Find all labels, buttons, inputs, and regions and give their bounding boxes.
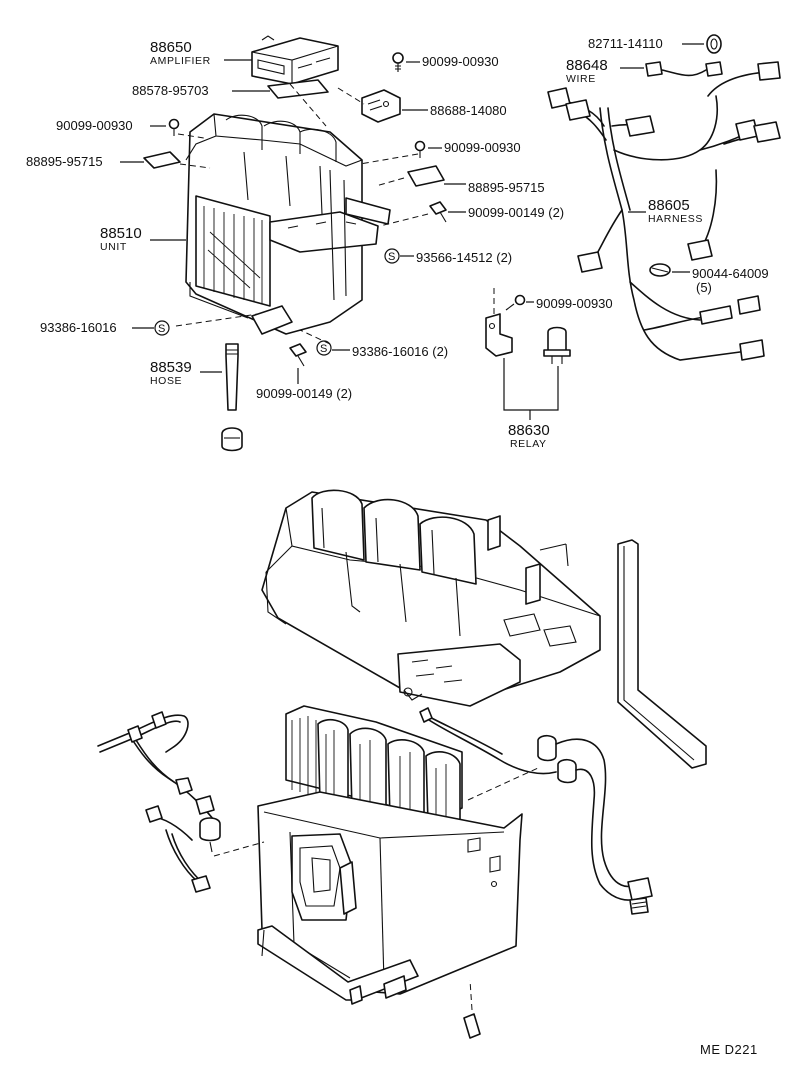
part-number-bolt-1: 90099-00149 (2): [468, 205, 564, 220]
part-number-hose: 88539: [150, 359, 192, 376]
stud-symbol-icon: S: [384, 248, 400, 264]
bolt-icon: [289, 343, 307, 367]
part-number-screw-3: 90099-00930: [444, 140, 521, 155]
cooling-unit-drawing: [185, 113, 391, 335]
document-code: ME D221: [700, 1042, 758, 1057]
relay-bracket-drawing: [485, 313, 513, 357]
refrigerant-pipe-right-drawing: [419, 707, 653, 915]
part-number-bracket: 88688-14080: [430, 103, 507, 118]
pad-drawing: [267, 79, 329, 99]
relay-drawing: [543, 326, 571, 364]
evaporator-core-drawing: [285, 705, 463, 827]
unit-lower-case-drawing: [257, 791, 523, 1005]
bracket-drawing: [361, 89, 401, 123]
screw-icon: [392, 52, 404, 72]
clip-drawing: [463, 1013, 481, 1039]
drain-hose-drawing: [221, 343, 243, 452]
part-number-screw-4: 90099-00930: [536, 296, 613, 311]
part-number-screw-2: 90099-00930: [56, 118, 133, 133]
wiring-harness-drawing: [547, 61, 781, 361]
unit-upper-case-drawing: [261, 489, 601, 707]
bolt-icon: [429, 201, 447, 223]
part-number-stud-2: 93386-16016: [40, 320, 117, 335]
amplifier-drawing: [251, 35, 339, 85]
part-number-wire: 88648: [566, 57, 608, 74]
part-number-harness: 88605: [648, 197, 690, 214]
part-number-plate-right: 88895-95715: [468, 180, 545, 195]
part-number-grommet: 82711-14110: [588, 36, 663, 51]
part-number-stud-1: 93566-14512 (2): [416, 250, 512, 265]
part-qty-clamp: (5): [696, 280, 712, 295]
part-number-clamp: 90044-64009: [692, 266, 769, 281]
plate-right-drawing: [407, 165, 445, 187]
screw-icon: [168, 118, 180, 136]
part-number-screw-1: 90099-00930: [422, 54, 499, 69]
wire-drawing: [645, 61, 723, 77]
part-number-relay: 88630: [508, 422, 550, 439]
part-number-stud-3: 93386-16016 (2): [352, 344, 448, 359]
refrigerant-pipe-left-drawing: [97, 711, 221, 893]
part-name-hose: HOSE: [150, 375, 182, 387]
part-name-harness: HARNESS: [648, 213, 703, 225]
stud-symbol-icon: S: [154, 320, 170, 336]
stud-symbol-icon: S: [316, 340, 332, 356]
part-name-wire: WIRE: [566, 73, 596, 85]
part-name-relay: RELAY: [510, 438, 547, 450]
grommet-icon: [706, 34, 722, 54]
part-name-amplifier: AMPLIFIER: [150, 55, 211, 67]
part-name-unit: UNIT: [100, 241, 127, 253]
support-bracket-drawing: [617, 539, 707, 769]
plate-left-drawing: [143, 151, 181, 169]
part-number-amplifier: 88650: [150, 39, 192, 56]
svg-text:S: S: [388, 251, 395, 263]
part-number-bolt-2: 90099-00149 (2): [256, 386, 352, 401]
svg-text:S: S: [158, 323, 165, 335]
screw-icon: [505, 294, 526, 311]
svg-text:S: S: [320, 343, 327, 355]
part-number-plate-left: 88895-95715: [26, 154, 103, 169]
part-number-unit: 88510: [100, 225, 142, 242]
part-number-pad: 88578-95703: [132, 83, 209, 98]
screw-icon: [414, 140, 426, 158]
clamp-icon: [649, 263, 671, 277]
